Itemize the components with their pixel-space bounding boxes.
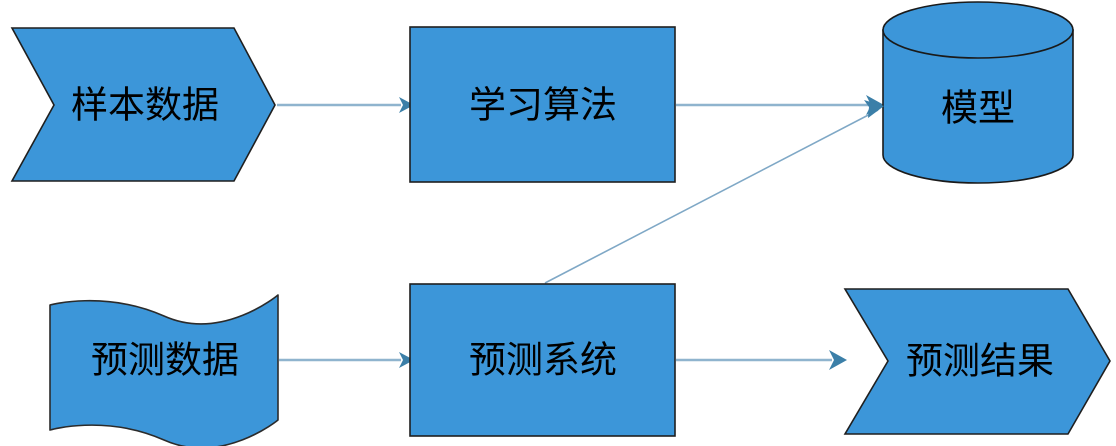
- arrow-head-icon: [829, 350, 847, 370]
- connector-system-to-result[interactable]: [676, 350, 847, 370]
- arrow-head-icon: [864, 100, 884, 118]
- node-sample-data[interactable]: 样本数据: [10, 27, 276, 182]
- learning-algorithm-shape[interactable]: [409, 26, 676, 183]
- prediction-system-label: 预测系统: [469, 339, 617, 382]
- arrow-head-icon: [399, 97, 414, 113]
- node-learning-algorithm[interactable]: 学习算法: [409, 26, 676, 183]
- sample-data-shape[interactable]: [10, 27, 276, 182]
- sample-data-label: 样本数据: [71, 84, 219, 127]
- connector-algorithm-to-model[interactable]: [676, 95, 884, 115]
- node-model[interactable]: 模型: [882, 1, 1074, 184]
- prediction-data-label: 预测数据: [91, 339, 239, 382]
- model-cylinder-top[interactable]: [882, 1, 1074, 59]
- connector-data-to-system[interactable]: [279, 352, 414, 368]
- arrow-head-icon: [399, 352, 414, 368]
- prediction-result-label: 预测结果: [906, 340, 1054, 383]
- prediction-result-shape[interactable]: [843, 288, 1111, 435]
- prediction-system-shape[interactable]: [409, 283, 676, 437]
- learning-algorithm-label: 学习算法: [469, 84, 617, 127]
- prediction-data-shape[interactable]: [49, 294, 279, 446]
- model-label: 模型: [941, 87, 1015, 130]
- connector-system-to-model[interactable]: [544, 100, 884, 284]
- node-prediction-result[interactable]: 预测结果: [843, 288, 1111, 435]
- model-cylinder-body[interactable]: [882, 29, 1074, 184]
- node-prediction-system[interactable]: 预测系统: [409, 283, 676, 437]
- connector-sample-to-algorithm[interactable]: [277, 97, 414, 113]
- connector-line-diagonal: [544, 109, 879, 284]
- node-prediction-data[interactable]: 预测数据: [49, 294, 279, 446]
